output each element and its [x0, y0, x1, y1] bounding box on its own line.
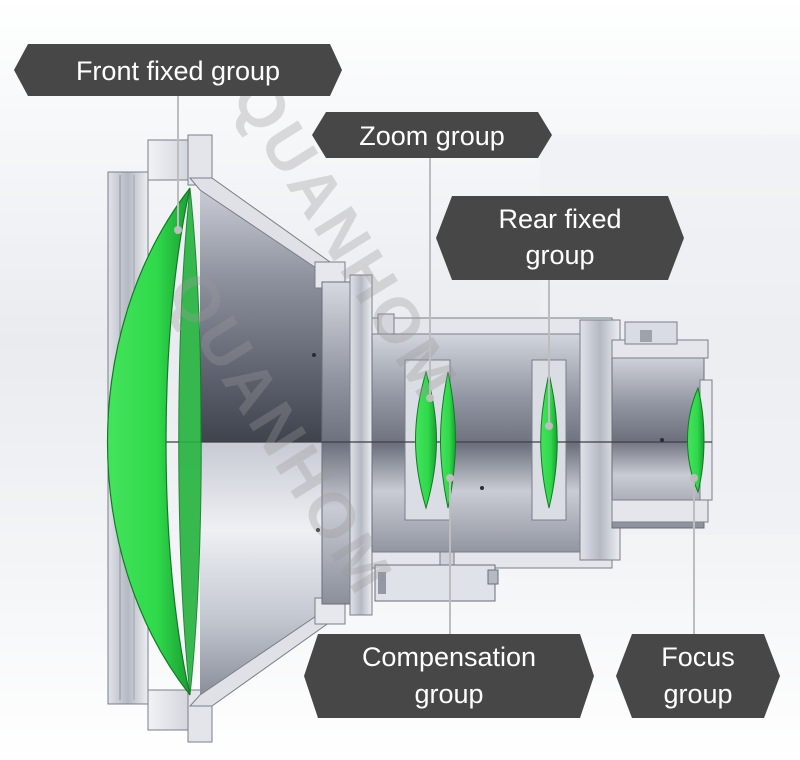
- lens-body: [107, 134, 713, 743]
- callout-shape: [304, 634, 594, 718]
- focus-lens: [687, 386, 705, 494]
- callout-compensation-group: Compensation group: [304, 634, 594, 718]
- screw-dot: [316, 528, 320, 532]
- front-flange-lip-top: [187, 134, 213, 186]
- barrel-notch: [377, 313, 395, 335]
- drive-motor: [374, 564, 496, 602]
- label-zoom-group: Zoom group: [359, 121, 505, 151]
- screw-dot: [660, 438, 664, 442]
- callout-zoom-group: Zoom group: [312, 112, 552, 158]
- callout-focus-group: Focus group: [616, 634, 780, 718]
- callout-shape: [312, 112, 552, 158]
- compensation-lens: [440, 371, 456, 509]
- zoom-lens: [415, 370, 437, 510]
- screw-dot: [480, 486, 484, 490]
- callout-front-fixed-group: Front fixed group: [14, 44, 342, 96]
- motor-terminal: [640, 330, 652, 342]
- leader-dot: [174, 226, 182, 234]
- callout-rear-fixed-group: Rear fixed group: [436, 196, 684, 280]
- motor-terminal: [487, 569, 499, 585]
- callout-shape: [616, 634, 780, 718]
- leader-dot: [446, 474, 454, 482]
- screw-dot: [312, 353, 316, 357]
- callout-shape: [436, 196, 684, 280]
- leader-dot: [545, 422, 553, 430]
- label-rear-fixed-line2: group: [525, 240, 594, 270]
- rear-fixed-lens: [540, 373, 558, 509]
- label-focus-line1: Focus: [661, 642, 735, 672]
- callout-shape: [14, 44, 342, 96]
- label-compensation-line2: group: [414, 679, 483, 709]
- motor-terminal: [378, 572, 386, 594]
- leader-dots: [174, 226, 698, 482]
- label-front-fixed-group: Front fixed group: [76, 56, 280, 86]
- cone-interior-top: [200, 190, 322, 442]
- focus-barrel-bottom-rail: [611, 499, 709, 523]
- leader-dot: [690, 474, 698, 482]
- label-focus-line2: group: [663, 679, 732, 709]
- leader-dot: [426, 394, 434, 402]
- lens-elements: [107, 187, 705, 696]
- cone-interior-bottom: [200, 442, 322, 695]
- leader-lines: [177, 96, 695, 636]
- label-compensation-line1: Compensation: [362, 642, 536, 672]
- label-rear-fixed-line1: Rear fixed: [498, 204, 621, 234]
- front-fixed-lens-edge: [178, 187, 202, 696]
